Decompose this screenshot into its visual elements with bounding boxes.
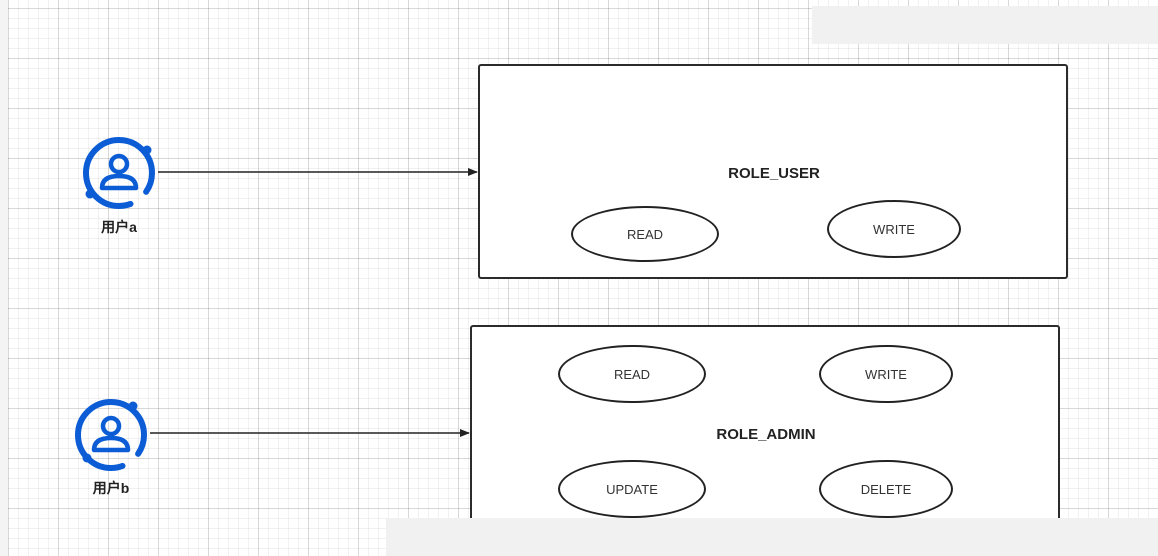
role-admin-title: ROLE_ADMIN bbox=[716, 426, 816, 443]
actor-label-b: 用户b bbox=[92, 480, 130, 496]
permission-delete[interactable]: DELETE bbox=[819, 460, 953, 518]
permission-read[interactable]: READ bbox=[558, 345, 706, 403]
actor-label-a: 用户a bbox=[101, 219, 137, 235]
canvas-left-margin bbox=[0, 0, 8, 556]
overlay-panel-bottom bbox=[386, 518, 1158, 556]
user-icon[interactable] bbox=[74, 396, 150, 472]
permission-write[interactable]: WRITE bbox=[827, 200, 961, 258]
overlay-panel-top bbox=[812, 6, 1158, 44]
role-user-box[interactable]: ROLE_USER READ WRITE bbox=[478, 64, 1068, 279]
role-user-title: ROLE_USER bbox=[728, 165, 820, 182]
permission-read[interactable]: READ bbox=[571, 206, 719, 262]
permission-update[interactable]: UPDATE bbox=[558, 460, 706, 518]
permission-write[interactable]: WRITE bbox=[819, 345, 953, 403]
role-admin-box[interactable]: ROLE_ADMIN READ WRITE UPDATE DELETE bbox=[470, 325, 1060, 540]
user-icon[interactable] bbox=[82, 134, 158, 210]
